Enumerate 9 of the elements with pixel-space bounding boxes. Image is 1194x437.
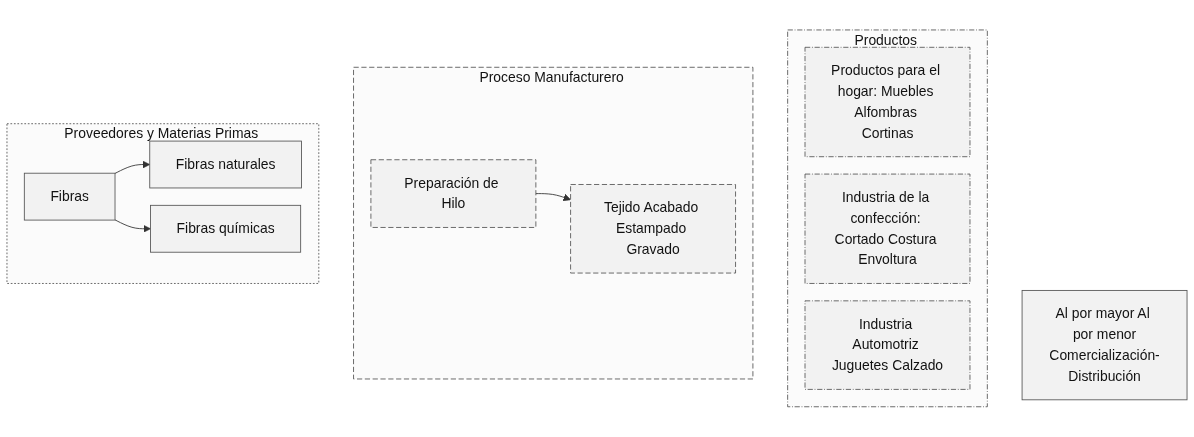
- node-box: Fibras químicas: [150, 205, 302, 253]
- node-box: Industria de la confección: Cortado Costura Envoltura: [804, 173, 971, 285]
- node-box: Industria Automotriz Juguetes Calzado: [804, 300, 971, 390]
- node-box: Al por mayor Al por menor Comercialización-Distribución: [1021, 290, 1188, 401]
- node-box: Productos para el hogar: Muebles Alfombras Cortinas: [804, 47, 971, 158]
- node-box: Fibras: [23, 172, 116, 221]
- node-box: Tejido Acabado Estampado Gravado: [570, 184, 736, 274]
- node-box: Preparación de Hilo: [370, 159, 537, 229]
- node-box: Fibras naturales: [149, 140, 302, 189]
